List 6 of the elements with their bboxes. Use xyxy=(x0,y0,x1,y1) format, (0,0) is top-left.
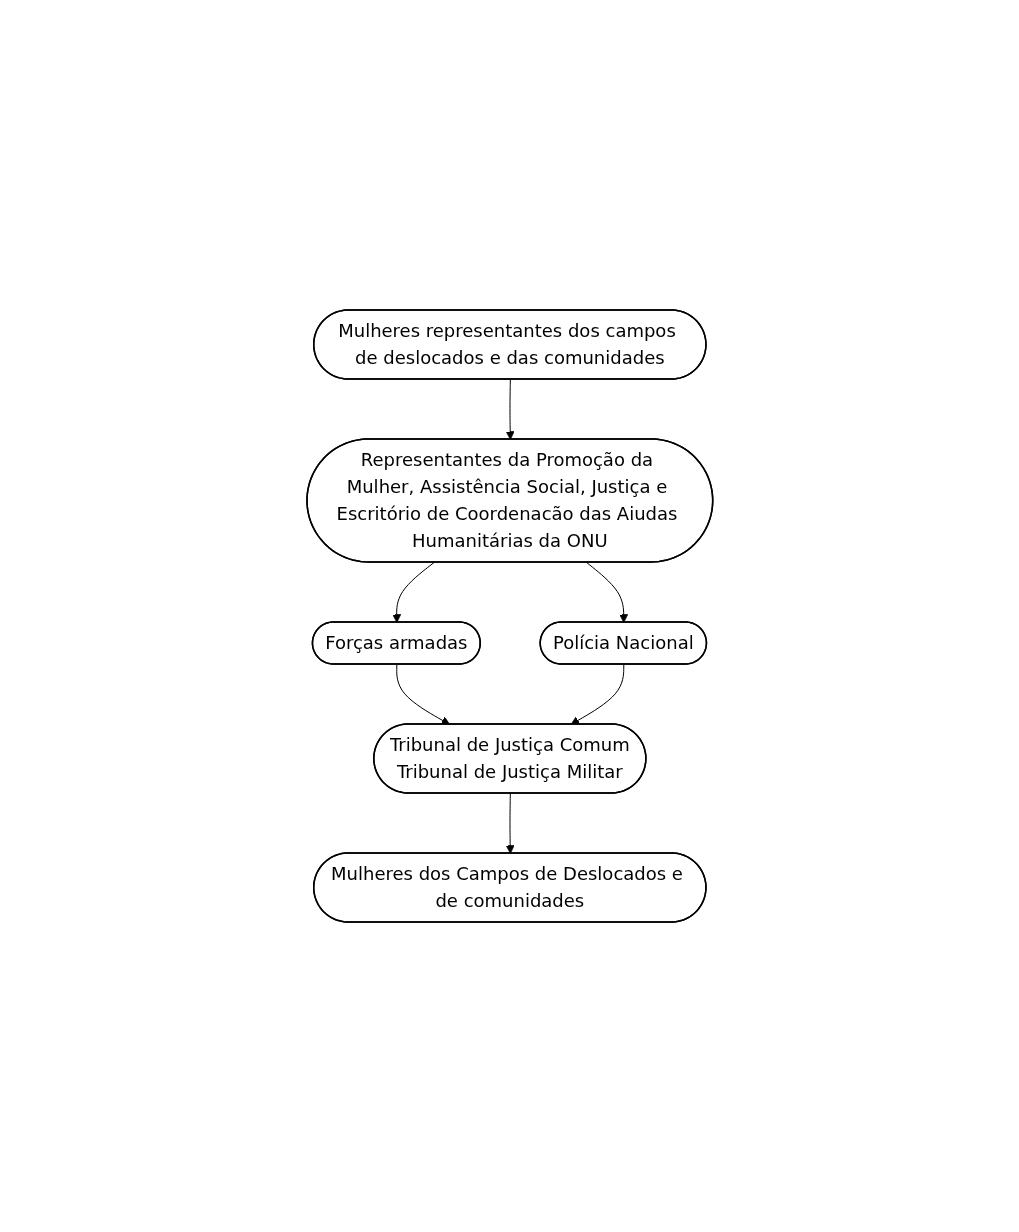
arrow xyxy=(505,793,515,854)
arrow xyxy=(505,379,515,440)
arrow xyxy=(570,664,624,725)
arrow xyxy=(395,664,450,725)
arrow xyxy=(391,562,435,623)
arrow xyxy=(585,562,628,623)
